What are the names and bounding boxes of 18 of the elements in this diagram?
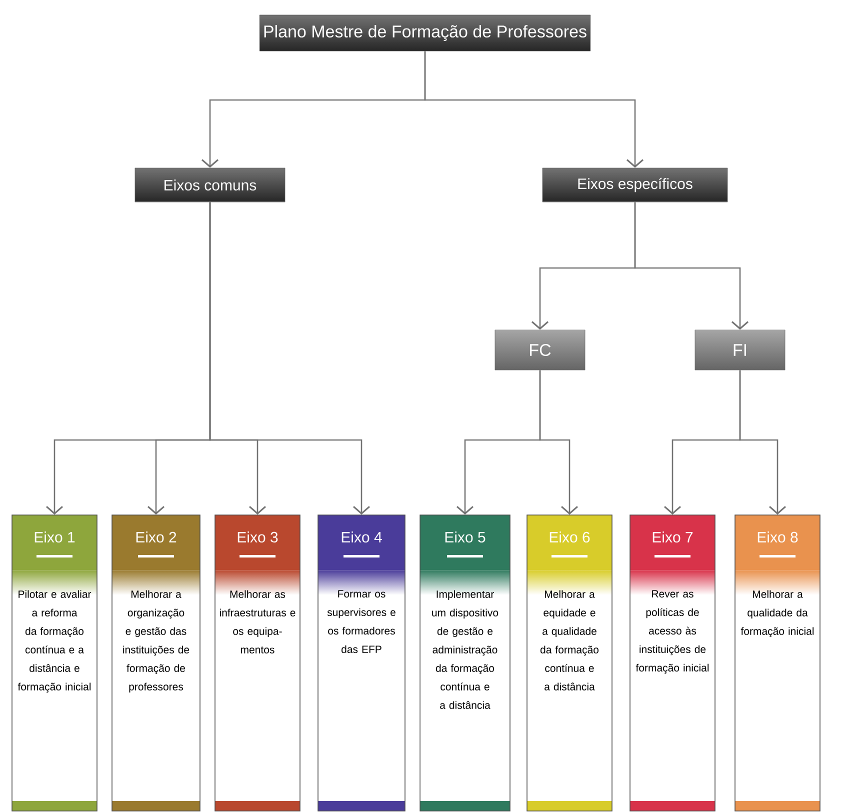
axis-column: Eixo 3 Melhorar as infraestruturas e os equipa- mentos — [214, 514, 300, 812]
connector-arrow — [424, 51, 644, 168]
axis-column: Eixo 5 Implementar um dispositivo de gestão e administração da formação contínua e a distância — [420, 514, 510, 812]
branch-box: FC — [494, 330, 586, 370]
category-box: Eixos específicos — [542, 168, 728, 202]
connector-arrow — [539, 370, 578, 515]
title-box: Plano Mestre de Formação de Professores — [259, 14, 591, 52]
connector-arrow — [739, 370, 786, 515]
axis-column: Eixo 7 Rever as políticas de acesso às instituições de formação inicial — [630, 514, 716, 812]
axis-column: Eixo 2 Melhorar a organização e gestão das instituições de formação de professores — [112, 514, 200, 812]
axis-column: Eixo 1 Pilotar e avaliar a reforma da formação contínua e a distância e formação inicial — [12, 514, 98, 812]
connector-arrow — [209, 202, 370, 515]
category-box: Eixos comuns — [134, 168, 286, 202]
axis-column: Eixo 8 Melhorar a qualidade da formação inicial — [734, 514, 820, 812]
axis-column: Eixo 4 Formar os supervisores e os formadores das EFP — [318, 514, 406, 812]
connector-arrow — [634, 202, 749, 330]
axis-column: Eixo 6 Melhorar a equidade e a qualidade da formação contínua e a distância — [526, 514, 612, 812]
branch-box: FI — [694, 330, 786, 370]
